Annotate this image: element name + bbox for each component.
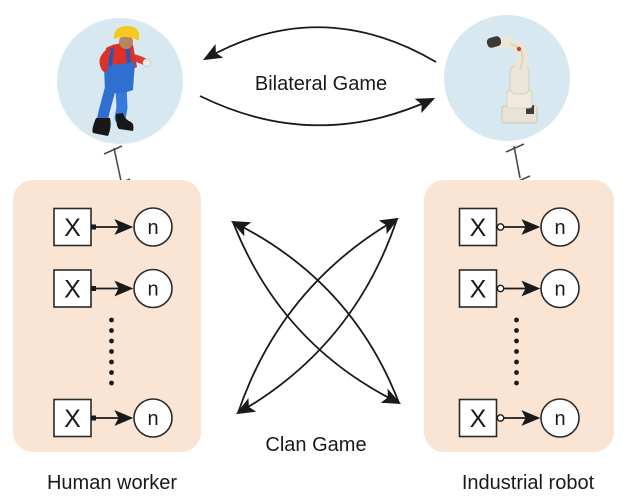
open-circle-connector-icon — [496, 414, 505, 422]
x-box-label: X — [64, 214, 81, 242]
n-circle-label: n — [554, 217, 565, 239]
n-circle-label: n — [147, 408, 158, 430]
n-circle — [540, 207, 580, 247]
x-box — [458, 398, 498, 438]
filled-square-connector-icon — [91, 415, 96, 421]
x-box-label: X — [470, 405, 487, 433]
filled-square-connector-icon — [91, 224, 96, 230]
robot-clan-panel — [424, 180, 614, 452]
n-circle-label: n — [147, 279, 158, 301]
clan-arrow-to-bottom-right — [232, 221, 402, 405]
x-box-label: X — [470, 214, 487, 242]
n-circle-label: n — [147, 217, 158, 239]
human-ellipsis-icon — [109, 317, 114, 386]
clan-game-label: Clan Game — [265, 434, 366, 456]
n-circle — [133, 207, 173, 247]
x-box-label: X — [64, 276, 81, 304]
robot-strategy-row-1: X n — [458, 207, 580, 247]
human-worker-label: Human worker — [47, 472, 177, 494]
bilateral-arrow-to-robot — [199, 95, 436, 127]
human-strategy-row-1: X n — [53, 207, 173, 247]
clan-arrow-to-top-left — [230, 220, 400, 404]
clan-arrow-to-bottom-left — [235, 218, 398, 415]
human-strategy-row-3: X n — [53, 398, 173, 438]
x-box — [458, 269, 498, 308]
clan-game-arrows — [230, 217, 402, 415]
n-circle-label: n — [554, 408, 565, 430]
bilateral-game-label: Bilateral Game — [255, 73, 387, 95]
bilateral-arrow-to-human — [202, 26, 437, 63]
x-box — [53, 398, 92, 438]
construction-worker-icon — [92, 26, 152, 136]
x-box — [458, 207, 498, 247]
robot-ellipsis-icon — [514, 317, 519, 386]
human-clan-panel — [13, 180, 201, 452]
robot-strategy-row-3: X n — [458, 398, 580, 438]
open-circle-connector-icon — [496, 223, 505, 231]
clan-arrow-to-top-right — [237, 217, 400, 414]
n-circle — [540, 268, 580, 309]
human-strategy-row-2: X n — [53, 268, 173, 309]
robot-arm-icon — [486, 36, 538, 124]
industrial-robot-avatar-circle — [444, 15, 570, 141]
n-circle — [133, 268, 173, 309]
filled-square-connector-icon — [91, 286, 96, 291]
x-box-label: X — [470, 276, 487, 304]
robot-panel-connector — [505, 143, 531, 185]
open-circle-connector-icon — [496, 284, 505, 293]
n-circle — [133, 398, 173, 438]
n-circle — [540, 398, 580, 438]
industrial-robot-label: Industrial robot — [462, 472, 595, 494]
x-box-label: X — [64, 405, 81, 433]
x-box — [53, 269, 92, 308]
n-circle-label: n — [554, 279, 565, 301]
robot-strategy-row-2: X n — [458, 268, 580, 309]
